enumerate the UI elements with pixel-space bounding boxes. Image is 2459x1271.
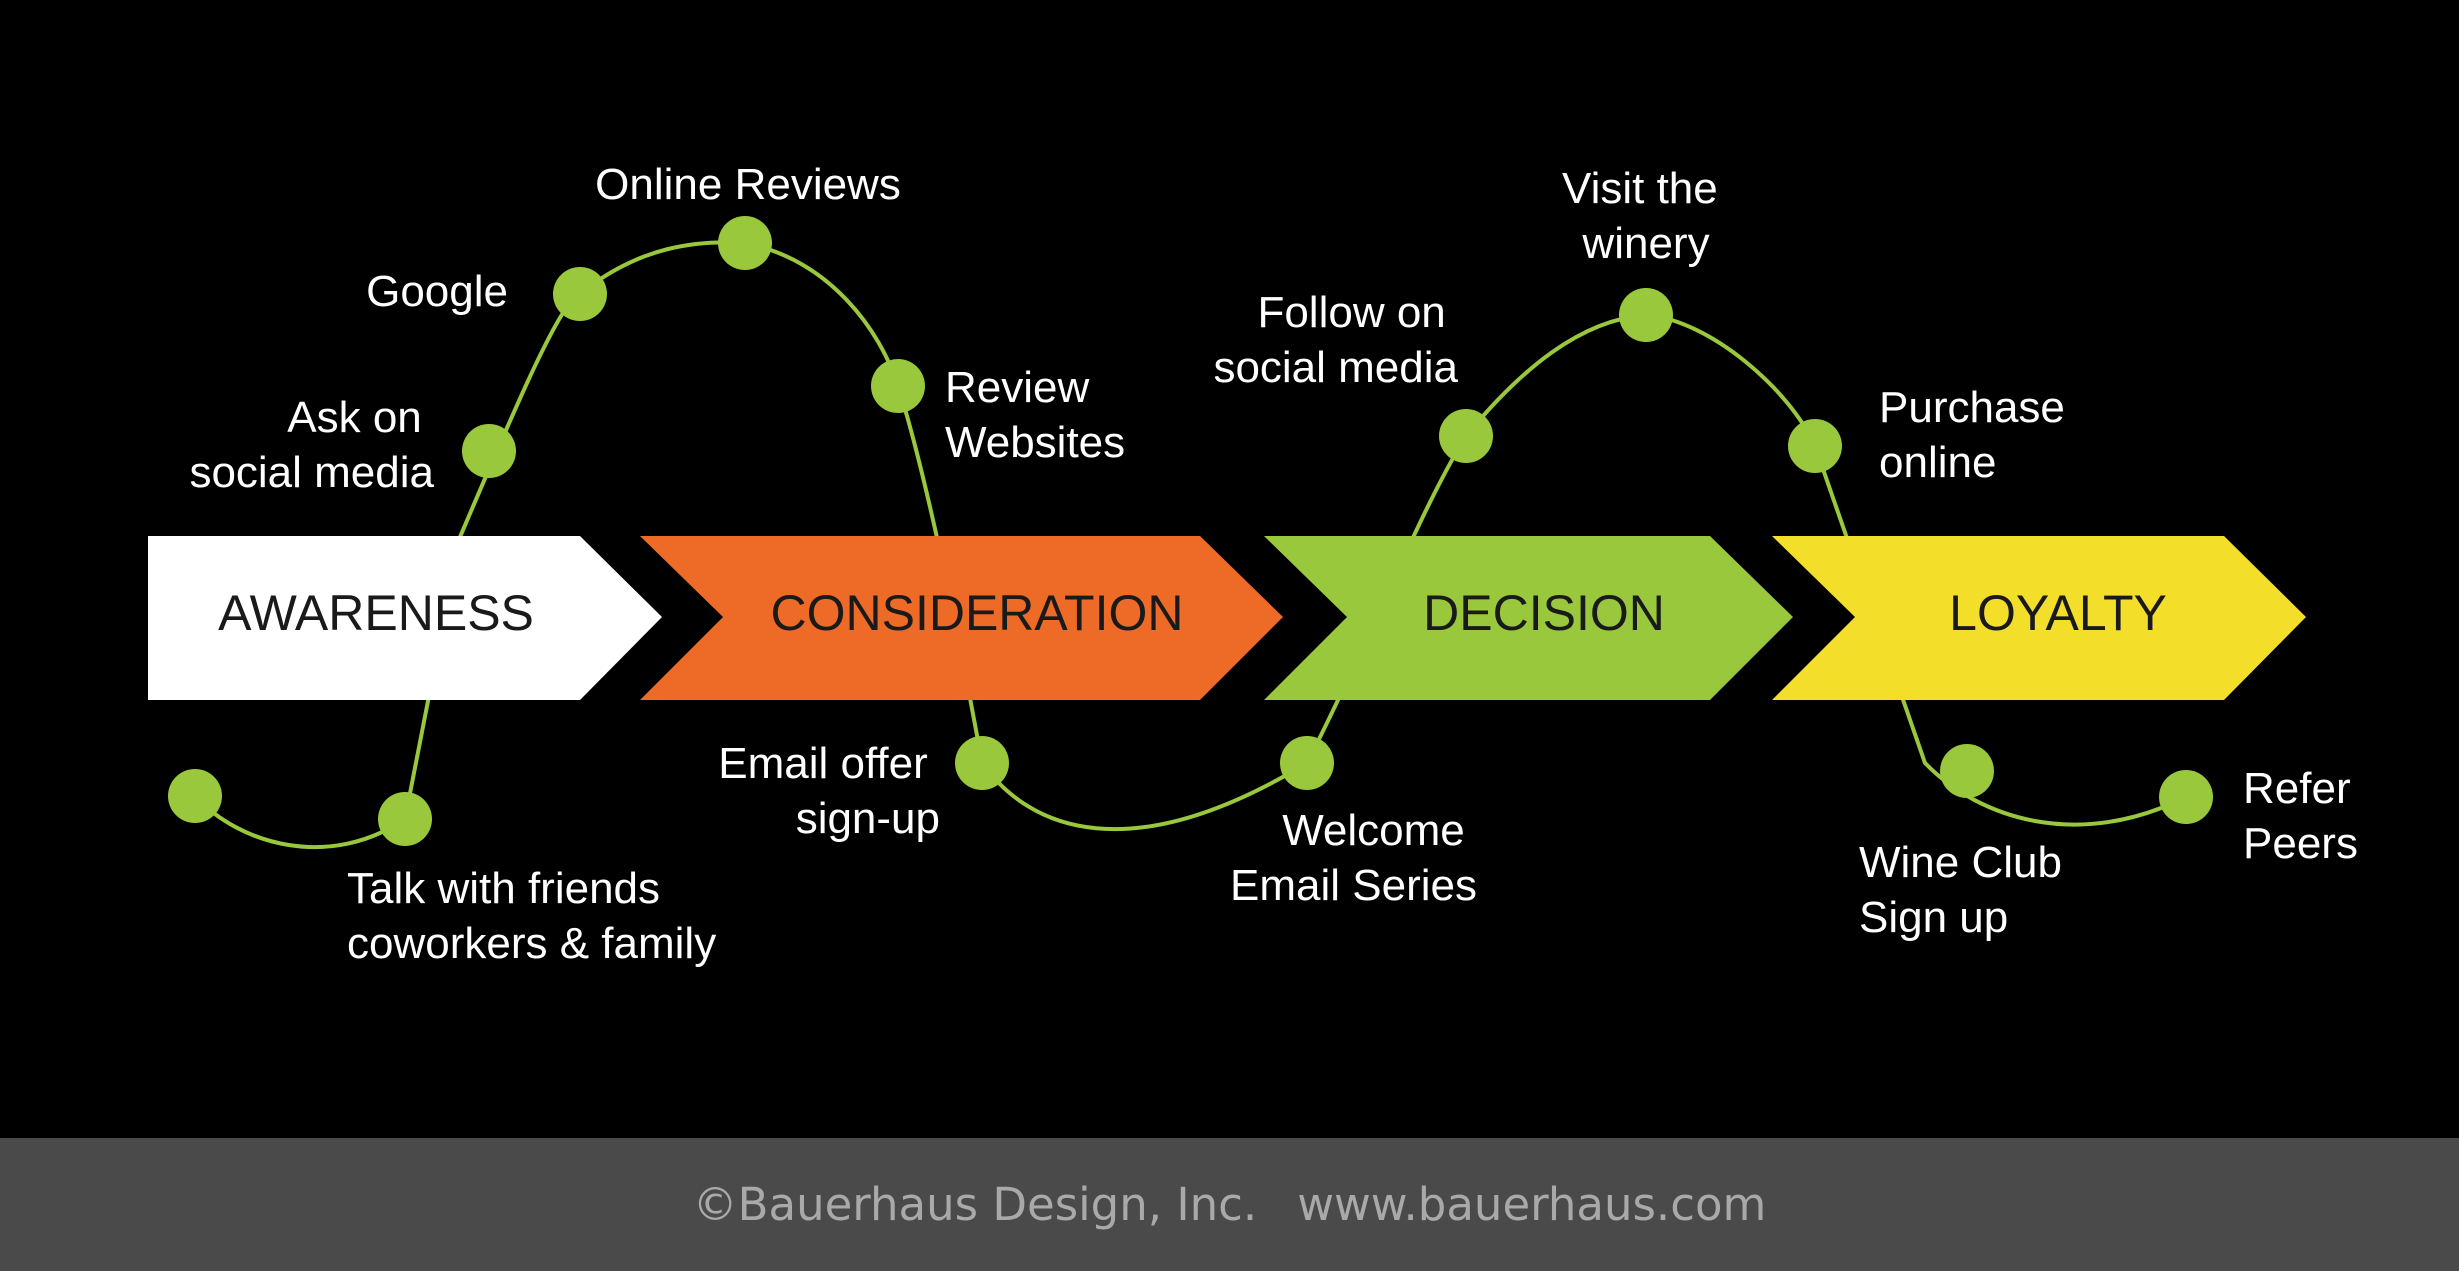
label-follow-social: Follow on social media [1213,288,1458,392]
node-follow-social [1439,409,1493,463]
node-purchase-online [1788,419,1842,473]
node-refer-peers [2159,770,2213,824]
stage-awareness-shape [148,536,662,700]
stage-consideration-label: CONSIDERATION [771,585,1184,641]
node-email-offer [955,736,1009,790]
label-refer-peers: Refer Peers [2243,764,2363,868]
stage-loyalty-label: LOYALTY [1949,585,2167,641]
customer-journey-diagram: AWARENESS CONSIDERATION DECISION LOYALTY… [148,160,2363,968]
journey-path [193,240,2187,850]
label-visit-winery: Visit the winery [1562,164,1730,268]
node-visit-winery [1619,288,1673,342]
stage-consideration-shape [640,536,1283,700]
label-review-websites: Review Websites [945,363,1125,467]
label-google: Google [366,267,508,316]
node-online-reviews [718,216,772,270]
footer-bar: ©Bauerhaus Design, Inc. www.bauerhaus.co… [0,1138,2459,1271]
node-review-websites [871,359,925,413]
label-ask-social: Ask on social media [189,393,434,497]
node-wine-club [1940,744,1994,798]
stage-loyalty-shape [1772,536,2306,700]
label-online-reviews: Online Reviews [595,160,901,209]
node-start [168,769,222,823]
label-wine-club: Wine Club Sign up [1859,838,2074,942]
stage-awareness-label: AWARENESS [218,585,534,641]
node-google [553,267,607,321]
label-talk-friends: Talk with friends coworkers & family [347,864,716,968]
node-welcome-email [1280,736,1334,790]
node-talk-friends [378,792,432,846]
website-link[interactable]: www.bauerhaus.com [1297,1178,1767,1231]
label-purchase-online: Purchase online [1879,383,2077,487]
label-email-offer: Email offer sign-up [718,739,940,843]
stage-decision-label: DECISION [1423,585,1665,641]
copyright-text: ©Bauerhaus Design, Inc. [692,1178,1258,1231]
node-ask-social [462,424,516,478]
stage-decision-shape [1264,536,1793,700]
label-welcome-email: Welcome Email Series [1230,806,1477,910]
